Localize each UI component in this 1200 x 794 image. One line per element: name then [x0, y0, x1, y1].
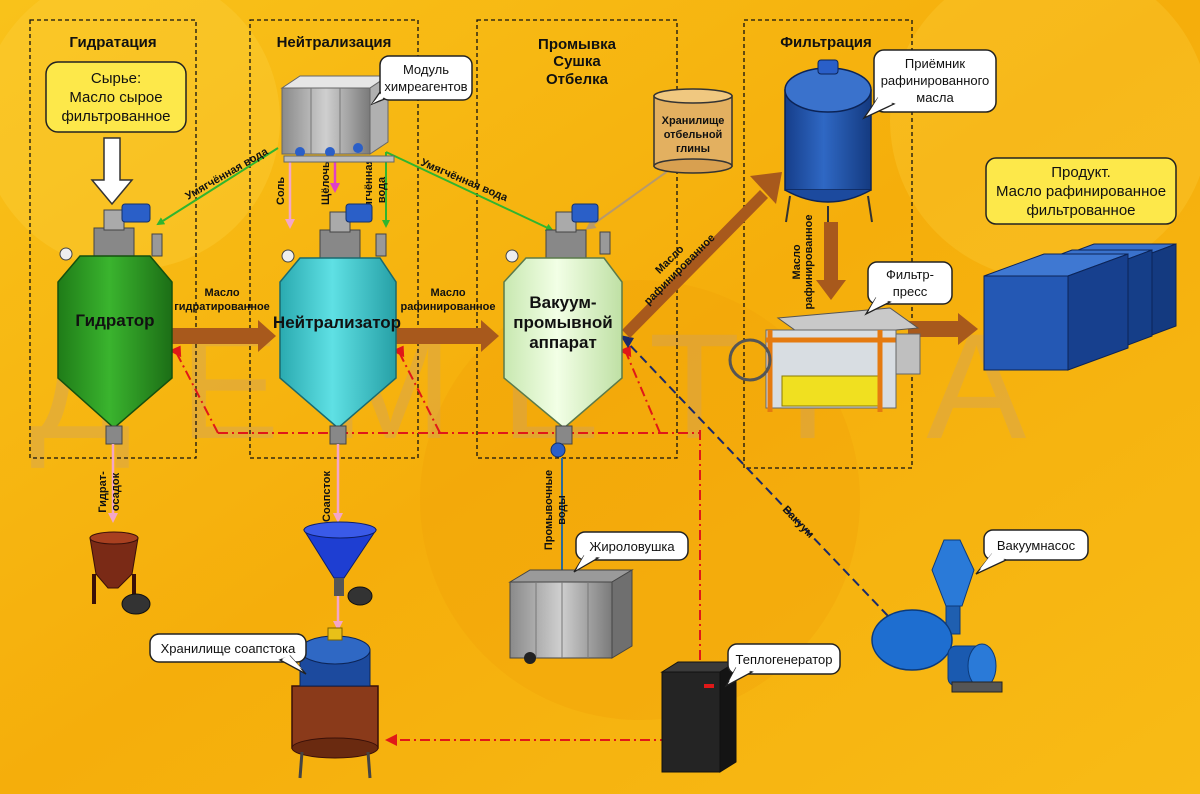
- stage-title-washing-1: Промывка: [538, 36, 617, 53]
- oil-flow-arrows: [172, 172, 978, 352]
- product-line-3: фильтрованное: [1026, 202, 1135, 219]
- flow-label-refined-oil-1b: рафинированное: [401, 301, 496, 313]
- callout-vacuum-pump-text: Вакуумнасос: [997, 538, 1076, 553]
- callout-reagent-module-line-2: химреагентов: [384, 79, 467, 94]
- vacuum-washer-line-2: промывной: [513, 313, 612, 332]
- vacuum-washer-line-3: аппарат: [529, 333, 597, 352]
- product-label: [985, 157, 1177, 225]
- fat-trap: [508, 569, 634, 664]
- product-tanks: [983, 243, 1177, 371]
- flow-label-refined-oil-3: Масло рафинированное: [791, 215, 815, 310]
- flow-label-hydrate-sediment-2: осадок: [110, 472, 122, 511]
- vacuum-washer-line-1: Вакуум-: [529, 293, 596, 312]
- product-line-1: Продукт.: [1051, 164, 1111, 181]
- flow-label-wash-water-2: воды: [556, 495, 568, 525]
- flow-label-salt: Соль: [275, 177, 287, 205]
- callout-receiver-line-1: Приёмник: [905, 56, 965, 71]
- callout-soapstock-storage: [149, 633, 307, 675]
- flow-label-alkali: Щёлочь: [320, 161, 332, 205]
- stage-title-filtration: Фильтрация: [780, 34, 872, 51]
- callout-receiver: [862, 49, 997, 120]
- soapstock-storage-tank: [291, 627, 379, 779]
- callout-receiver-line-2: рафинированного: [881, 73, 990, 88]
- stage-box-washing: [476, 19, 678, 459]
- stage-title-washing-3: Отбелка: [546, 71, 609, 88]
- flow-label-hydrated-oil-1: Масло: [204, 287, 239, 299]
- callout-heat-generator: [724, 643, 841, 688]
- callout-vacuum-pump: [975, 529, 1089, 575]
- flow-label-hydrate-sediment: Гидрат- осадок: [97, 471, 122, 513]
- vacuum-arrowhead: [620, 335, 634, 348]
- clay-line: [585, 167, 673, 230]
- reagent-module: [280, 75, 395, 163]
- neutralizer-vessel: [279, 203, 397, 445]
- neutralizer-label: Нейтрализатор: [273, 313, 401, 332]
- callout-filter-press: [864, 261, 953, 316]
- product-line-2: Масло рафинированное: [996, 183, 1166, 200]
- water-lines: [156, 147, 554, 232]
- heat-arrowhead: [618, 345, 632, 358]
- flow-label-hydrate-sediment-1: Гидрат-: [97, 471, 109, 513]
- heat-generator: [660, 661, 738, 773]
- stage-box-filtration: [743, 19, 913, 469]
- clay-storage-line-3: глины: [676, 143, 710, 155]
- callout-receiver-line-3: масла: [916, 90, 954, 105]
- callout-fat-trap-text: Жироловушка: [589, 539, 675, 554]
- stage-box-neutralization: [249, 19, 419, 459]
- flow-label-soapstock: Соапсток: [321, 470, 333, 522]
- flow-label-wash-water-1: Промывочные: [543, 470, 555, 550]
- raw-material-label: [45, 61, 187, 133]
- callout-reagent-module-line-1: Модуль: [403, 62, 449, 77]
- raw-material-line-2: Масло сырое: [69, 89, 162, 106]
- callout-heat-generator-text: Теплогенератор: [736, 652, 833, 667]
- soapstock-funnel: [303, 521, 377, 606]
- flow-label-refined-oil-3a: Масло: [791, 244, 803, 279]
- vacuum-line: [624, 339, 889, 617]
- flow-label-refined-oil-3b: рафинированное: [803, 215, 815, 310]
- heat-arrowhead: [385, 734, 397, 746]
- clay-storage-tank: [653, 88, 733, 174]
- callout-fat-trap: [573, 531, 689, 573]
- callout-reagent-module: [370, 55, 473, 106]
- heat-arrowhead: [391, 345, 405, 358]
- hydrator-vessel: [57, 203, 173, 445]
- raw-material-line-3: фильтрованное: [61, 108, 170, 125]
- flow-label-wash-water: Промывочные воды: [543, 470, 568, 550]
- clay-storage-line-1: Хранилище: [662, 115, 725, 127]
- flow-label-refined-oil-1a: Масло: [430, 287, 465, 299]
- stage-title-washing-2: Сушка: [553, 53, 601, 70]
- callout-filter-press-line-1: Фильтр-: [886, 267, 934, 282]
- callout-filter-press-line-2: пресс: [893, 284, 928, 299]
- raw-material-line-1: Сырье:: [91, 70, 141, 87]
- flow-label-softened-water-3b: вода: [376, 176, 388, 203]
- hydrator-label: Гидратор: [75, 311, 154, 330]
- sediment-hopper: [89, 531, 151, 615]
- stage-title-hydration: Гидратация: [69, 34, 156, 51]
- stage-title-neutralization: Нейтрализация: [277, 34, 392, 51]
- callout-soapstock-storage-text: Хранилище соапстока: [161, 641, 296, 656]
- clay-storage-line-2: отбельной: [664, 129, 723, 141]
- raw-material-arrow: [90, 137, 134, 206]
- receiver-tank: [784, 59, 873, 223]
- flow-label-hydrated-oil-2: гидратированное: [174, 301, 270, 313]
- filter-press: [728, 307, 921, 412]
- vacuum-washer-vessel: [503, 203, 623, 458]
- vacuum-pump: [871, 539, 1003, 693]
- heat-arrowhead: [168, 345, 182, 358]
